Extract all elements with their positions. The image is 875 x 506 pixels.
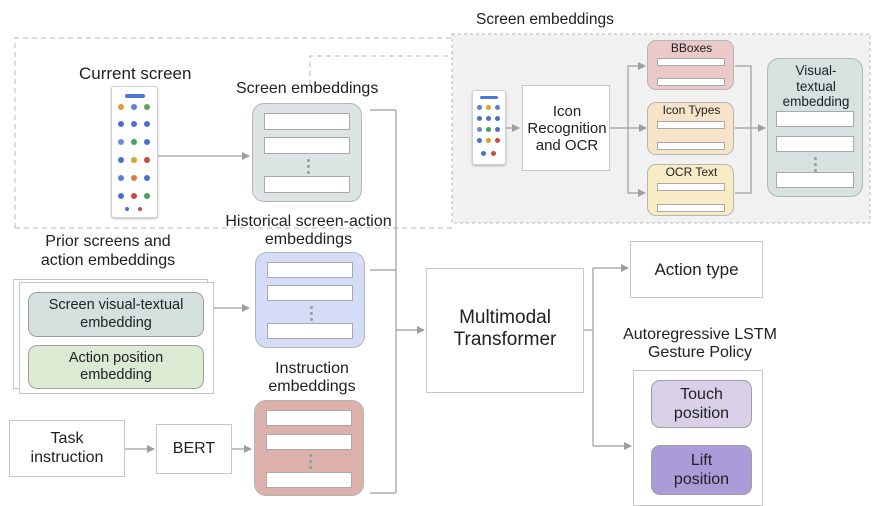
- icon-recognition-ocr-label: Icon Recognition and OCR: [527, 103, 607, 154]
- ocr-text-label: OCR Text: [665, 165, 718, 179]
- action-type-label: Action type: [654, 260, 739, 279]
- current-screen-label: Current screen: [79, 64, 192, 83]
- touch-position-pill: Touch position: [651, 380, 752, 428]
- action-position-label: Action position embedding: [68, 349, 164, 383]
- bboxes-label: BBoxes: [670, 41, 713, 55]
- action-position-pill: Action position embedding: [28, 345, 204, 389]
- instruction-embeddings-label: Instruction embeddings: [268, 360, 356, 395]
- touch-position-label: Touch position: [673, 385, 730, 422]
- multimodal-transformer-box: Multimodal Transformer: [426, 268, 584, 393]
- prior-screens-stack-front: Screen visual-textual embedding Action p…: [19, 282, 214, 394]
- bert-label: BERT: [172, 440, 216, 457]
- historical-embeddings-label: Historical screen-action embeddings: [225, 213, 392, 248]
- callout-left-line: [14, 37, 452, 228]
- multimodal-transformer-label: Multimodal Transformer: [453, 307, 557, 350]
- visual-textual-embedding-box: Visual- textual embedding: [767, 58, 863, 197]
- screen-visual-textual-label: Screen visual-textual embedding: [48, 297, 184, 331]
- prior-screens-label: Prior screens and action embeddings: [40, 233, 176, 270]
- ocr-text-box: OCR Text: [647, 164, 734, 216]
- gesture-policy-box: Touch position Lift position: [633, 370, 763, 506]
- screen-embeddings-box: [252, 103, 362, 202]
- historical-embeddings-box: [255, 252, 365, 348]
- visual-textual-label: Visual- textual embedding: [782, 63, 850, 110]
- panel-title: Screen embeddings: [476, 11, 614, 28]
- lift-position-label: Lift position: [673, 451, 730, 488]
- icon-recognition-ocr-box: Icon Recognition and OCR: [522, 85, 610, 171]
- icon-types-box: Icon Types: [647, 102, 734, 155]
- screen-visual-textual-pill: Screen visual-textual embedding: [28, 292, 204, 337]
- icon-types-label: Icon Types: [662, 103, 721, 117]
- task-instruction-box: Task instruction: [9, 420, 125, 477]
- panel-phone-screenshot: [472, 90, 506, 165]
- lift-position-pill: Lift position: [651, 445, 752, 495]
- bert-box: BERT: [156, 424, 232, 474]
- current-screen-phone: [111, 86, 158, 218]
- task-instruction-label: Task instruction: [30, 430, 104, 467]
- instruction-embeddings-box: [254, 400, 364, 496]
- bboxes-box: BBoxes: [647, 40, 734, 90]
- action-type-box: Action type: [630, 241, 763, 298]
- gesture-policy-label: Autoregressive LSTM Gesture Policy: [623, 326, 777, 362]
- screen-embeddings-label: Screen embeddings: [236, 80, 379, 97]
- callout-top-line: [309, 55, 452, 85]
